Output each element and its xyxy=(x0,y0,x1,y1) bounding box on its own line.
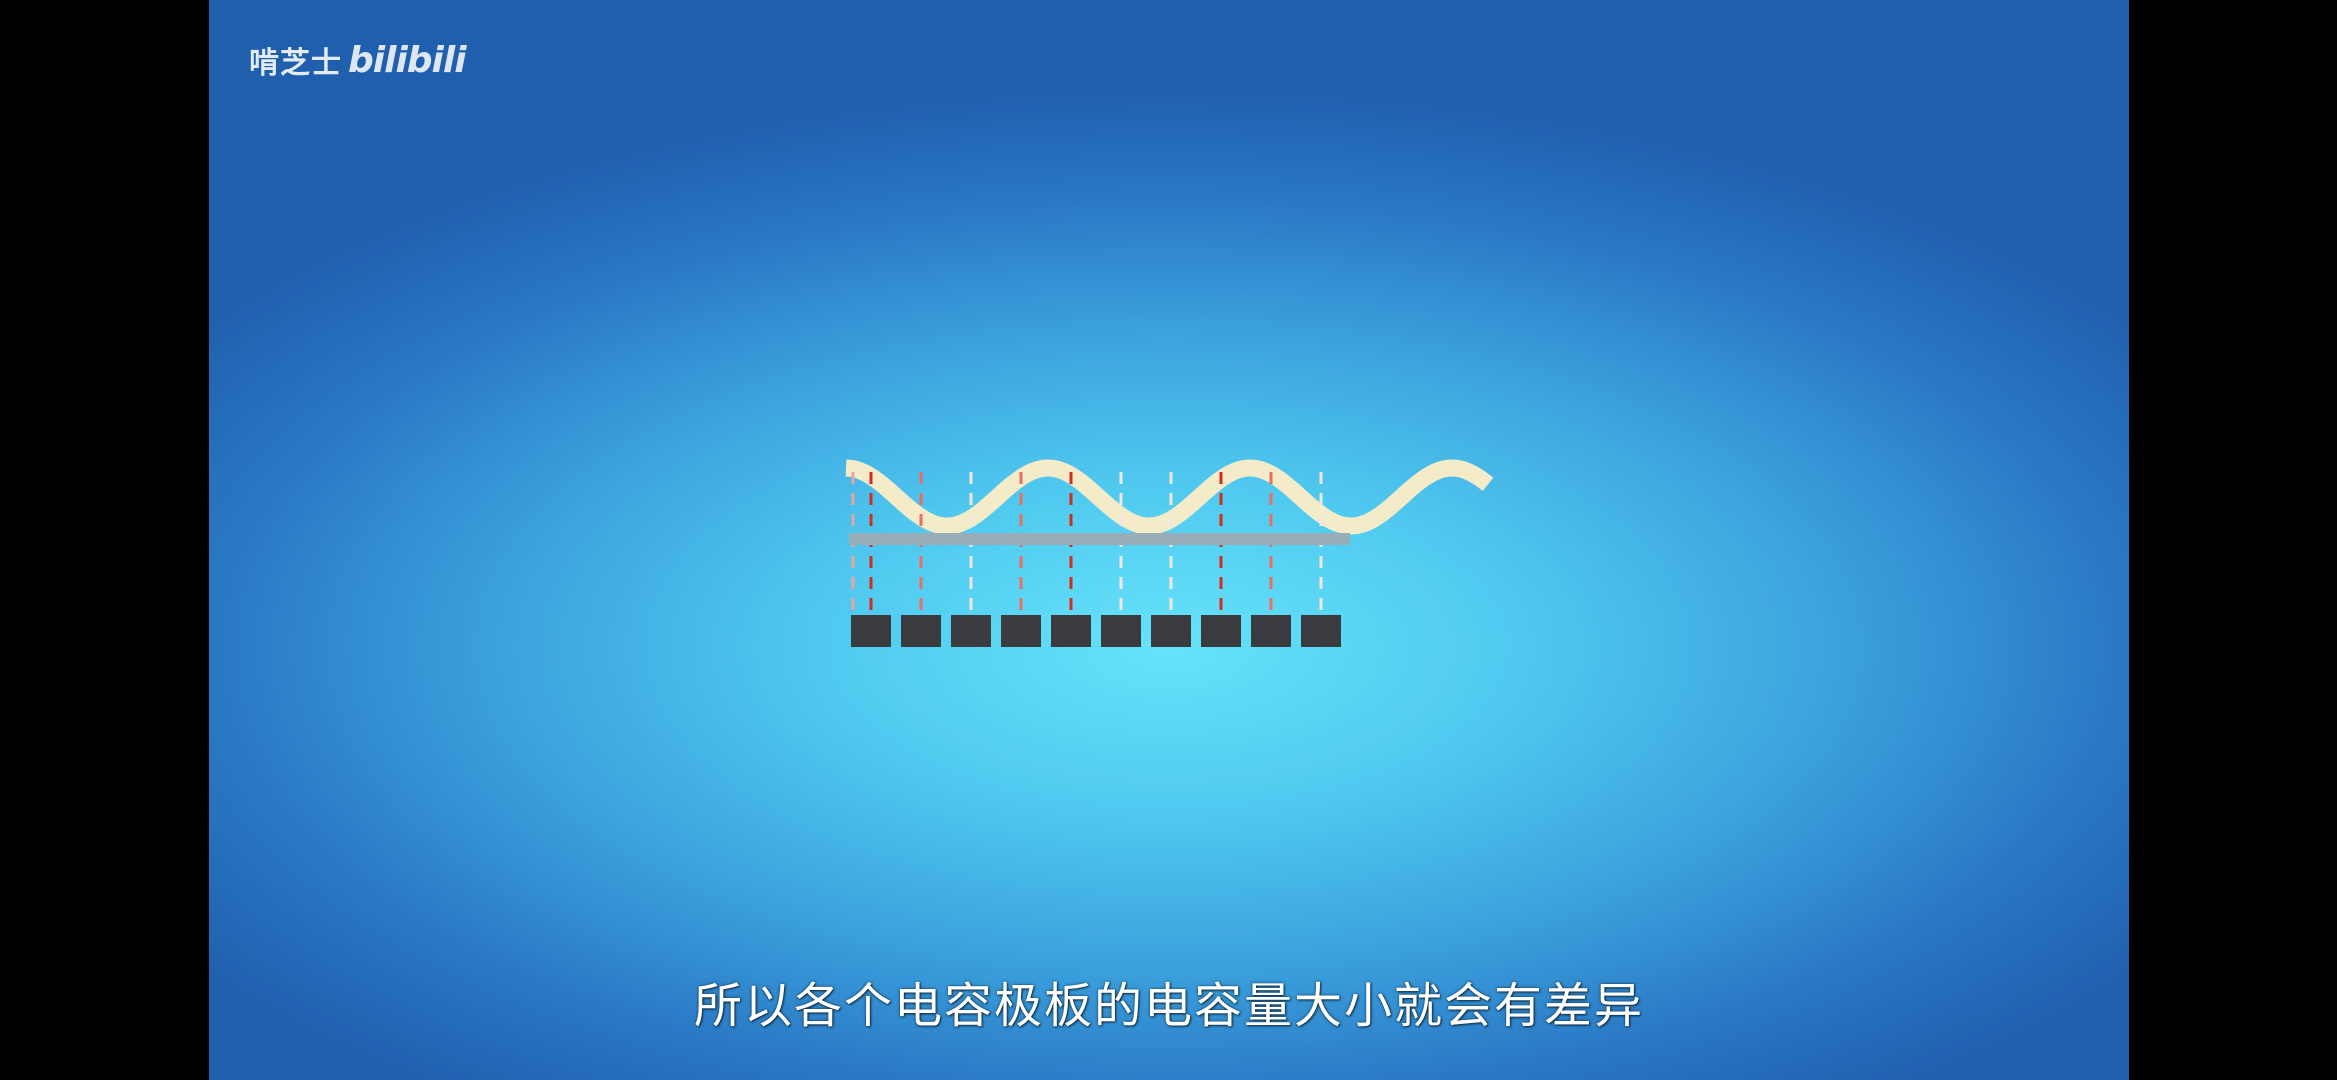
sensor-electrode xyxy=(1101,615,1141,647)
sensor-electrode xyxy=(951,615,991,647)
sensor-electrode xyxy=(1301,615,1341,647)
sensor-electrode xyxy=(901,615,941,647)
watermark-channel-name: 啃芝士 xyxy=(249,46,342,81)
cover-plate xyxy=(849,533,1350,545)
sensor-array xyxy=(851,615,1341,647)
fingerprint-ridge-wave xyxy=(845,459,1494,535)
video-frame[interactable]: 啃芝士 bilibili 所以各个电容极板的电容量大小就会有差异 xyxy=(209,0,2129,1080)
sensor-electrode xyxy=(1201,615,1241,647)
sensor-electrode xyxy=(851,615,891,647)
sensor-electrode xyxy=(1151,615,1191,647)
sensor-electrode xyxy=(1251,615,1291,647)
channel-watermark: 啃芝士 bilibili xyxy=(249,38,467,82)
sensor-electrode xyxy=(1001,615,1041,647)
subtitle-caption: 所以各个电容极板的电容量大小就会有差异 xyxy=(693,978,1644,1034)
sensor-electrode xyxy=(1051,615,1091,647)
capacitive-sensor-diagram xyxy=(845,459,1494,647)
bilibili-logo: bilibili xyxy=(348,39,467,81)
